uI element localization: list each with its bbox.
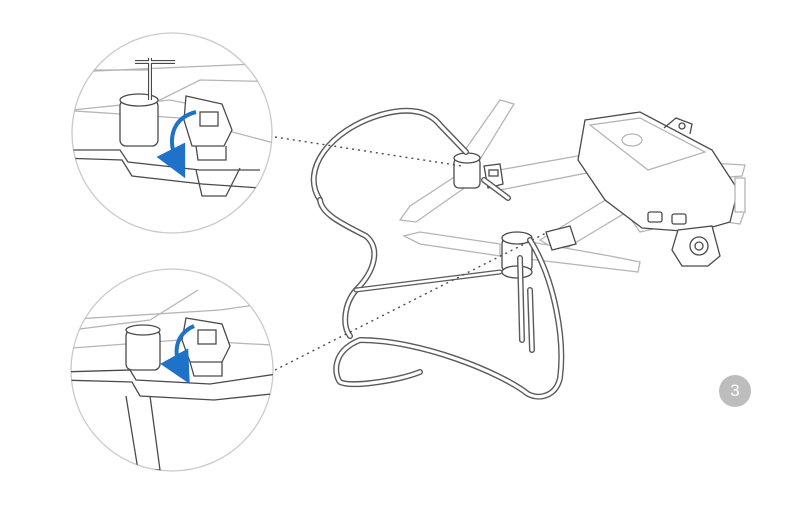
rotate-arrow-icon-bottom bbox=[160, 324, 195, 384]
rotate-arrow-icon bbox=[156, 110, 197, 179]
guard-outer-white bbox=[312, 109, 563, 399]
propeller-guard-icon bbox=[310, 107, 565, 400]
leader-lines bbox=[274, 136, 549, 371]
drone-top-clip bbox=[663, 117, 693, 135]
leader-line-top bbox=[274, 136, 463, 167]
motor-upper bbox=[398, 99, 516, 223]
guard-side bbox=[317, 197, 378, 339]
drone-icon bbox=[486, 111, 746, 267]
clip-icon-lower bbox=[545, 225, 577, 251]
drone-front-sensor-left bbox=[647, 211, 663, 223]
detail-circle-bottom bbox=[70, 268, 274, 472]
drone-body-top bbox=[588, 117, 707, 171]
drone-front-sensor-right bbox=[671, 213, 687, 225]
step-number-badge: 3 bbox=[719, 375, 751, 407]
detail-circle-top bbox=[71, 32, 273, 234]
propeller-blade-lower-b bbox=[402, 231, 501, 257]
drone-top-sensor bbox=[621, 133, 643, 147]
